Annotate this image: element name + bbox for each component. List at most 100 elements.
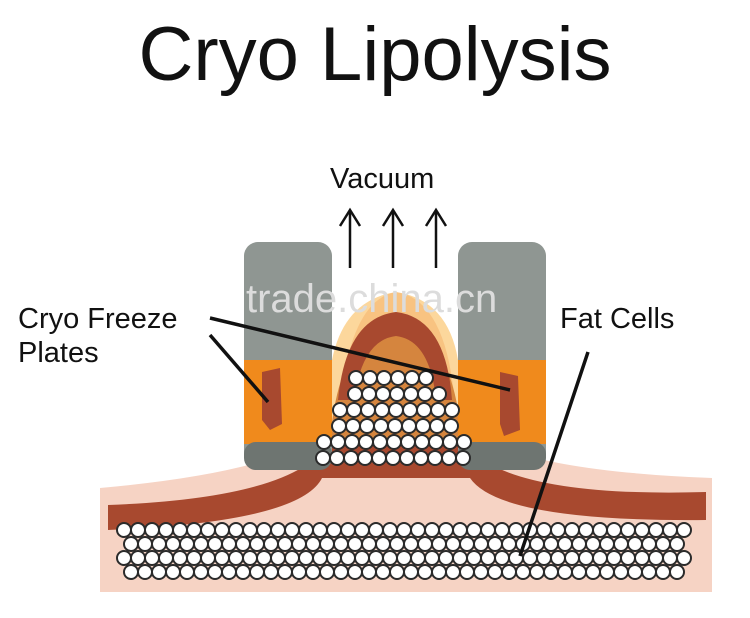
fat-cell (291, 564, 307, 580)
fat-cell (158, 550, 174, 566)
fat-cell (655, 536, 671, 552)
fat-cell (613, 536, 629, 552)
fat-cell (501, 536, 517, 552)
fat-cell (444, 402, 460, 418)
fat-cell (413, 450, 429, 466)
fat-cell (473, 536, 489, 552)
vacuum-arrow-icon (338, 207, 362, 268)
fat-cell (359, 418, 375, 434)
fat-cell (564, 522, 580, 538)
fat-cell (221, 536, 237, 552)
fat-cell (445, 536, 461, 552)
fat-cell (389, 386, 405, 402)
fat-cell (291, 536, 307, 552)
fat-cell (361, 536, 377, 552)
fat-cell (410, 522, 426, 538)
fat-cell (385, 450, 401, 466)
fat-cell (312, 522, 328, 538)
vacuum-label: Vacuum (330, 163, 435, 195)
fat-cell (172, 522, 188, 538)
vacuum-arrow-icon (381, 207, 405, 268)
fat-cell (228, 522, 244, 538)
fat-cell (445, 564, 461, 580)
fat-cell (200, 522, 216, 538)
fat-cell (390, 370, 406, 386)
fat-cell (452, 550, 468, 566)
fat-cell (403, 564, 419, 580)
fat-cell (410, 550, 426, 566)
fat-cell (571, 564, 587, 580)
fat-cell (346, 402, 362, 418)
fat-cell (263, 536, 279, 552)
fat-cell (193, 536, 209, 552)
fat-cell (228, 550, 244, 566)
fat-cell (386, 434, 402, 450)
fat-cell (669, 536, 685, 552)
fat-cell (557, 536, 573, 552)
fat-cell (345, 418, 361, 434)
fat-cell (331, 418, 347, 434)
fat-cell (249, 564, 265, 580)
fat-cell (270, 550, 286, 566)
fat-cell (360, 402, 376, 418)
fat-cell (256, 550, 272, 566)
fat-cell (357, 450, 373, 466)
fat-cell (284, 522, 300, 538)
fat-cell (332, 402, 348, 418)
fat-cell (417, 536, 433, 552)
fat-cell (529, 536, 545, 552)
fat-cell (376, 370, 392, 386)
fat-cell (418, 370, 434, 386)
fat-cell (501, 564, 517, 580)
fat-cell (368, 550, 384, 566)
fat-cell (340, 550, 356, 566)
fat-cell (329, 450, 345, 466)
fat-cell (627, 564, 643, 580)
fat-cell (466, 550, 482, 566)
left-cryo-plate (244, 242, 332, 470)
watermark-text: trade.china.cn (246, 277, 498, 321)
fat-cell (415, 418, 431, 434)
fat-cell (298, 522, 314, 538)
fat-cell (137, 536, 153, 552)
tissue-dome (338, 312, 452, 400)
fat-cell (116, 550, 132, 566)
fat-cell (655, 564, 671, 580)
fat-cell (431, 564, 447, 580)
fat-cell (429, 418, 445, 434)
fat-cell (144, 550, 160, 566)
fat-cell (235, 536, 251, 552)
fat-cell (179, 536, 195, 552)
fat-cell (428, 434, 444, 450)
fat-cell (557, 564, 573, 580)
fat-cell (466, 522, 482, 538)
fat-cell (340, 522, 356, 538)
fat-cell (375, 564, 391, 580)
fat-cell (438, 522, 454, 538)
fat-cell (382, 550, 398, 566)
fat-cell (459, 536, 475, 552)
fat-cell (316, 434, 332, 450)
fat-cell (494, 522, 510, 538)
fat-cell (284, 550, 300, 566)
fat-cell (585, 564, 601, 580)
fat-cell (333, 536, 349, 552)
fat-cell (347, 536, 363, 552)
fat-cell (634, 550, 650, 566)
fat-cell (263, 564, 279, 580)
fat-cell (550, 550, 566, 566)
fat-cell (333, 564, 349, 580)
fat-cell (599, 536, 615, 552)
fat-cell (641, 564, 657, 580)
fat-cell (403, 386, 419, 402)
fat-cell (344, 434, 360, 450)
fat-cell (179, 564, 195, 580)
fat-cell (361, 564, 377, 580)
fat-cell (417, 564, 433, 580)
fat-cell (270, 522, 286, 538)
fat-cell (330, 434, 346, 450)
fat-cell (389, 536, 405, 552)
fat-cell (343, 450, 359, 466)
fat-cell (214, 522, 230, 538)
fat-cell (427, 450, 443, 466)
